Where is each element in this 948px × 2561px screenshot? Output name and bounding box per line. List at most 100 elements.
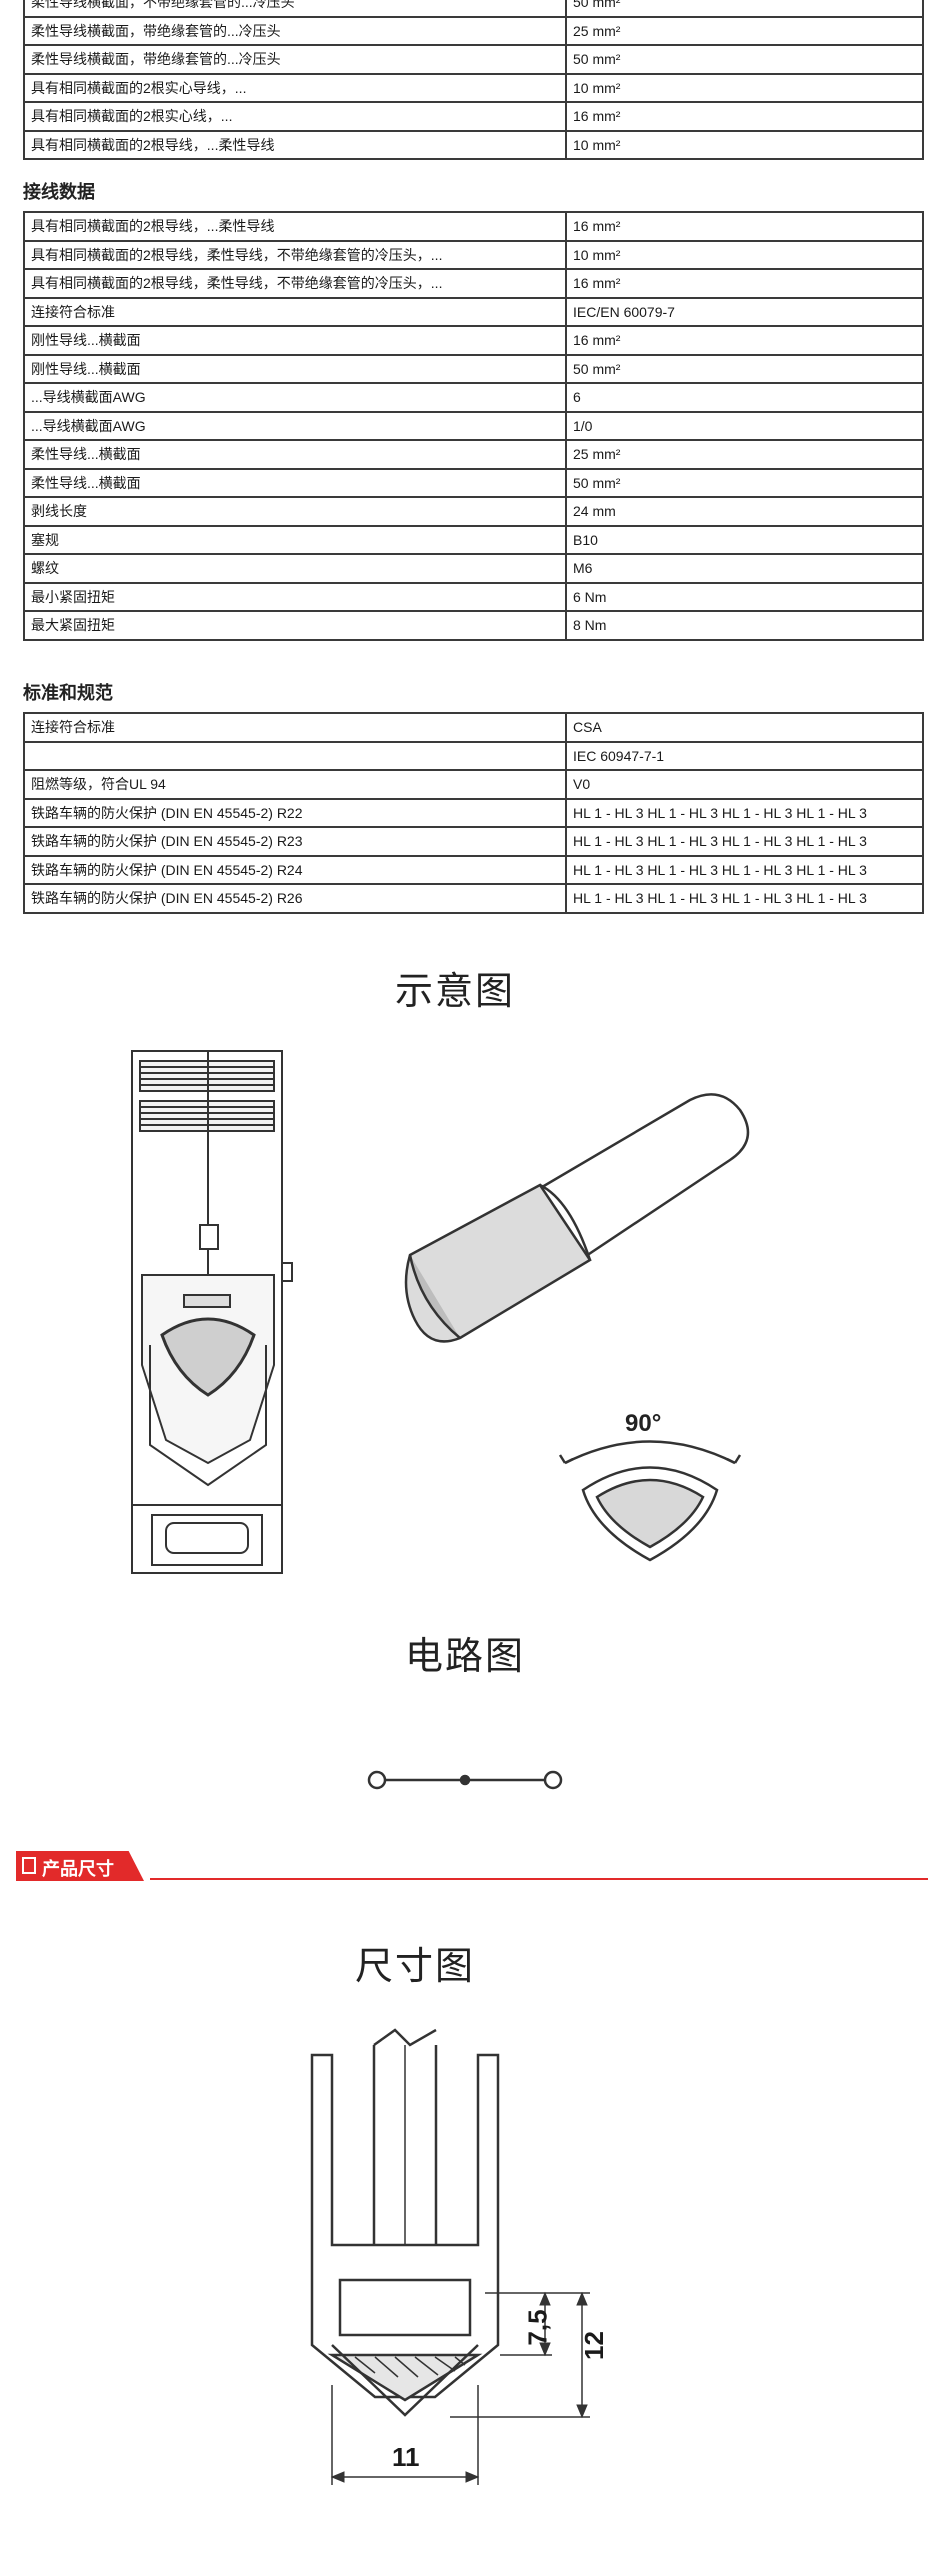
dimension-drawing bbox=[310, 2028, 590, 2485]
spec-key: 螺纹 bbox=[23, 553, 567, 584]
spec-key: 阻燃等级，符合UL 94 bbox=[23, 769, 567, 800]
spec-key: 柔性导线...横截面 bbox=[23, 467, 567, 498]
spec-key: 最大紧固扭矩 bbox=[23, 610, 567, 641]
terminal-block-drawing bbox=[131, 1050, 293, 1574]
spec-value: 10 mm² bbox=[565, 239, 924, 270]
dimension-title: 尺寸图 bbox=[355, 1944, 476, 1988]
spec-key: 具有相同横截面的2根导线，...柔性导线 bbox=[23, 129, 567, 160]
spec-value: 16 mm² bbox=[565, 268, 924, 299]
spec-value: HL 1 - HL 3 HL 1 - HL 3 HL 1 - HL 3 HL 1… bbox=[565, 797, 924, 828]
spec-key: 连接符合标准 bbox=[23, 296, 567, 327]
spec-value: 10 mm² bbox=[565, 129, 924, 160]
spec-key: 具有相同横截面的2根实心导线，... bbox=[23, 72, 567, 103]
spec-key: ...导线横截面AWG bbox=[23, 382, 567, 413]
angle-profile-drawing bbox=[558, 1440, 742, 1562]
spec-row: 具有相同横截面的2根导线，柔性导线，不带绝缘套管的冷压头，...10 mm² bbox=[23, 239, 924, 270]
spec-value: 10 mm² bbox=[565, 72, 924, 103]
spec-key: 最小紧固扭矩 bbox=[23, 581, 567, 612]
conductor-drawing bbox=[404, 1093, 750, 1343]
spec-key: 刚性导线...横截面 bbox=[23, 325, 567, 356]
spec-value: 50 mm² bbox=[565, 467, 924, 498]
spec-value: HL 1 - HL 3 HL 1 - HL 3 HL 1 - HL 3 HL 1… bbox=[565, 854, 924, 885]
spec-row: 具有相同横截面的2根导线，柔性导线，不带绝缘套管的冷压头，...16 mm² bbox=[23, 268, 924, 299]
spec-key: 柔性导线横截面，带绝缘套管的...冷压头 bbox=[23, 44, 567, 75]
spec-value: 1/0 bbox=[565, 410, 924, 441]
spec-key: 具有相同横截面的2根导线，...柔性导线 bbox=[23, 211, 567, 242]
spec-value: 8 Nm bbox=[565, 610, 924, 641]
spec-value: 50 mm² bbox=[565, 353, 924, 384]
circuit-title: 电路图 bbox=[405, 1634, 526, 1678]
spec-value: 50 mm² bbox=[565, 44, 924, 75]
spec-value: CSA bbox=[565, 712, 924, 743]
section-heading-standards: 标准和规范 bbox=[23, 683, 113, 703]
spec-key: 塞规 bbox=[23, 524, 567, 555]
spec-key: 铁路车辆的防火保护 (DIN EN 45545-2) R26 bbox=[23, 883, 567, 914]
spec-value: 25 mm² bbox=[565, 15, 924, 46]
spec-value: 6 bbox=[565, 382, 924, 413]
spec-key: 铁路车辆的防火保护 (DIN EN 45545-2) R22 bbox=[23, 797, 567, 828]
spec-value: HL 1 - HL 3 HL 1 - HL 3 HL 1 - HL 3 HL 1… bbox=[565, 826, 924, 857]
spec-key: 刚性导线...横截面 bbox=[23, 353, 567, 384]
spec-value: 50 mm² bbox=[565, 0, 924, 18]
spec-value: V0 bbox=[565, 769, 924, 800]
dimension-11: 11 bbox=[392, 2442, 420, 2472]
product-size-badge: 产品尺寸 bbox=[16, 1851, 156, 1881]
spec-value: M6 bbox=[565, 553, 924, 584]
section-heading-wiring: 接线数据 bbox=[23, 182, 95, 202]
spec-value: 16 mm² bbox=[565, 211, 924, 242]
spec-value: IEC/EN 60079-7 bbox=[565, 296, 924, 327]
angle-label: 90° bbox=[625, 1410, 662, 1437]
spec-value: 16 mm² bbox=[565, 325, 924, 356]
spec-key: ...导线横截面AWG bbox=[23, 410, 567, 441]
dimension-12: 12 bbox=[578, 2331, 609, 2360]
spec-key: 剥线长度 bbox=[23, 496, 567, 527]
spec-value: 16 mm² bbox=[565, 101, 924, 132]
document-icon bbox=[22, 1857, 36, 1874]
spec-key: 具有相同横截面的2根导线，柔性导线，不带绝缘套管的冷压头，... bbox=[23, 239, 567, 270]
spec-key bbox=[23, 740, 567, 771]
spec-key: 柔性导线横截面，不带绝缘套管的...冷压头 bbox=[23, 0, 567, 18]
spec-key: 具有相同横截面的2根实心线，... bbox=[23, 101, 567, 132]
spec-value: 24 mm bbox=[565, 496, 924, 527]
spec-row: 具有相同横截面的2根实心线，...16 mm² bbox=[23, 101, 924, 132]
spec-key: 柔性导线...横截面 bbox=[23, 439, 567, 470]
spec-row: IEC 60947-7-1 bbox=[23, 740, 924, 771]
schematic-title: 示意图 bbox=[395, 969, 516, 1013]
spec-value: B10 bbox=[565, 524, 924, 555]
spec-row: 具有相同横截面的2根实心导线，...10 mm² bbox=[23, 72, 924, 103]
spec-key: 具有相同横截面的2根导线，柔性导线，不带绝缘套管的冷压头，... bbox=[23, 268, 567, 299]
spec-value: 6 Nm bbox=[565, 581, 924, 612]
spec-key: 铁路车辆的防火保护 (DIN EN 45545-2) R23 bbox=[23, 826, 567, 857]
section-divider bbox=[150, 1878, 928, 1880]
spec-key: 柔性导线横截面，带绝缘套管的...冷压头 bbox=[23, 15, 567, 46]
spec-value: 25 mm² bbox=[565, 439, 924, 470]
circuit-symbol bbox=[367, 1770, 563, 1790]
badge-label: 产品尺寸 bbox=[42, 1859, 114, 1879]
spec-value: IEC 60947-7-1 bbox=[565, 740, 924, 771]
spec-value: HL 1 - HL 3 HL 1 - HL 3 HL 1 - HL 3 HL 1… bbox=[565, 883, 924, 914]
dimension-7-5: 7,5 bbox=[522, 2309, 553, 2346]
